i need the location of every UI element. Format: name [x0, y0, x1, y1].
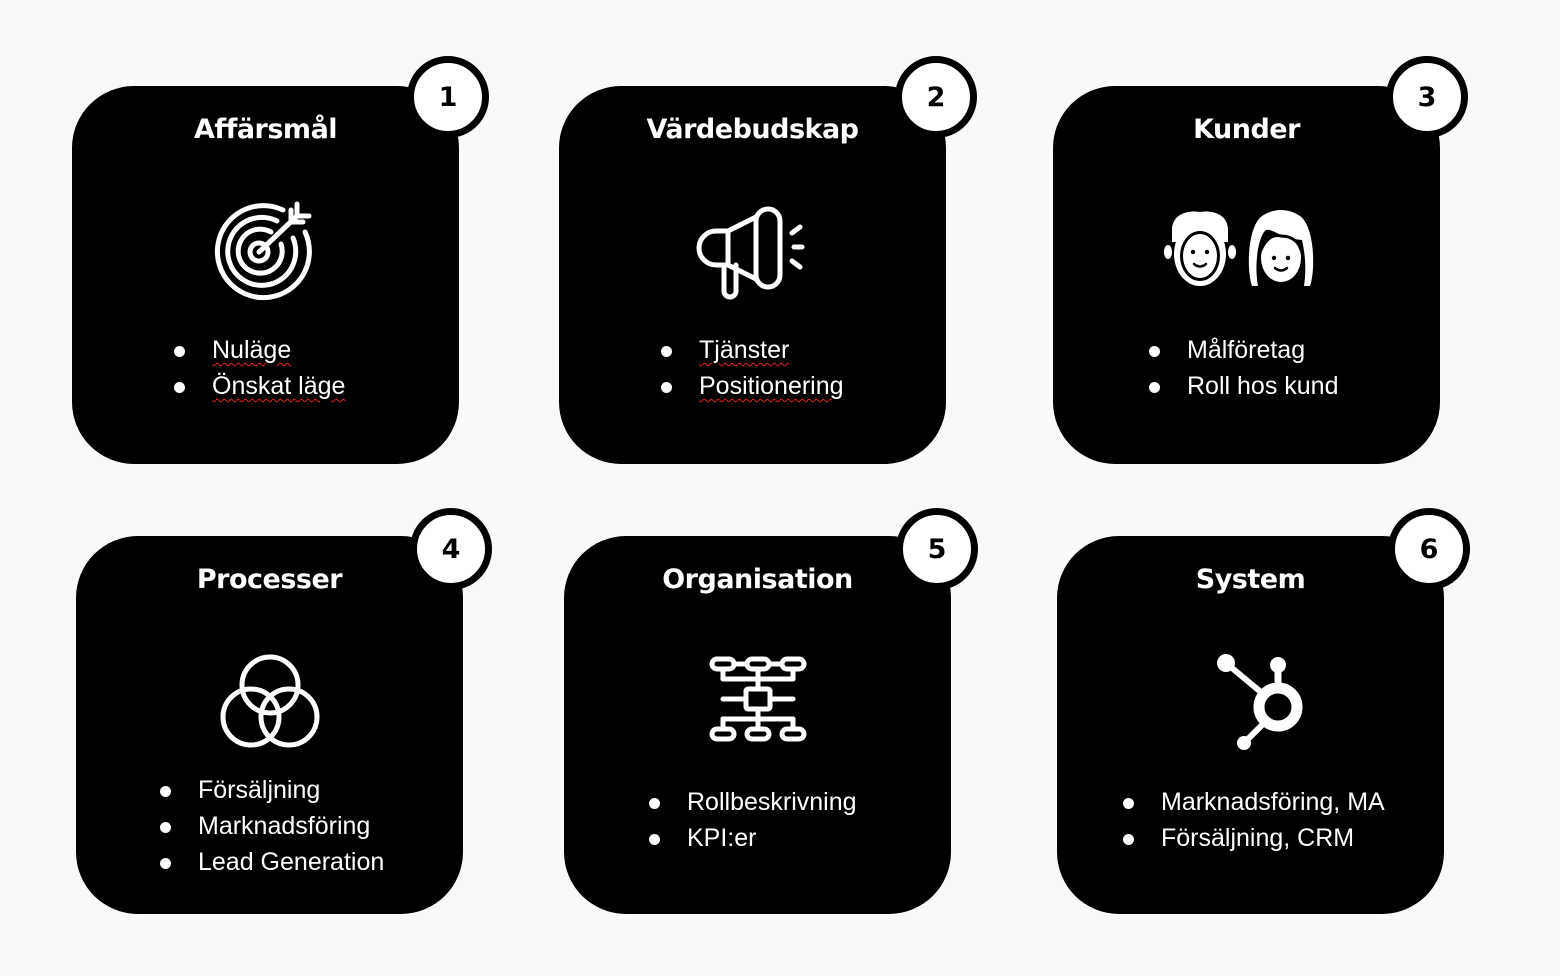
card-affarsmal: Affärsmål Nuläge Önskat läge [72, 86, 459, 464]
step-badge: 3 [1386, 56, 1468, 138]
step-badge: 1 [407, 56, 489, 138]
card-organisation: Organisation Rollbeskrivning [564, 536, 951, 914]
card-kunder: Kunder [1053, 86, 1440, 464]
list-item: Försäljning [160, 772, 384, 808]
list-item-text: Tjänster [699, 336, 790, 364]
list-item: Marknadsföring, MA [1123, 784, 1385, 820]
list-item: Nuläge [174, 332, 345, 368]
list-item: Tjänster [661, 332, 844, 368]
list-item-text: Positionering [699, 372, 844, 400]
card-title: Värdebudskap [646, 114, 859, 145]
org-chart-icon [564, 644, 951, 754]
list-item: Rollbeskrivning [649, 784, 857, 820]
list-item-text: Nuläge [212, 336, 292, 364]
list-item: Roll hos kund [1149, 368, 1338, 404]
customers-icon [1053, 194, 1440, 304]
card-title: System [1195, 564, 1306, 595]
step-badge: 6 [1388, 508, 1470, 590]
hubspot-icon [1057, 644, 1444, 754]
card-title: Processer [196, 564, 343, 595]
card-title: Kunder [1193, 114, 1300, 145]
bullet-list: Målföretag Roll hos kund [1149, 332, 1338, 404]
bullet-list: Tjänster Positionering [661, 332, 844, 404]
list-item: Försäljning, CRM [1123, 820, 1385, 856]
step-badge: 5 [896, 508, 978, 590]
card-title: Organisation [662, 564, 853, 595]
list-item: Positionering [661, 368, 844, 404]
bullet-list: Nuläge Önskat läge [174, 332, 345, 404]
bullet-list: Marknadsföring, MA Försäljning, CRM [1123, 784, 1385, 856]
list-item: KPI:er [649, 820, 857, 856]
step-badge: 4 [410, 508, 492, 590]
card-vardebudskap: Värdebudskap Tjänster Positionering [559, 86, 946, 464]
list-item: Marknadsföring [160, 808, 384, 844]
list-item: Önskat läge [174, 368, 345, 404]
target-icon [72, 194, 459, 304]
list-item: Lead Generation [160, 844, 384, 880]
list-item: Målföretag [1149, 332, 1338, 368]
card-title: Affärsmål [193, 114, 338, 145]
man-icon [1163, 211, 1236, 286]
venn-diagram-icon [76, 644, 463, 754]
card-system: System Marknadsföring, MA Försäljning, C… [1057, 536, 1444, 914]
card-processer: Processer Försäljning Marknadsföring Lea… [76, 536, 463, 914]
bullet-list: Rollbeskrivning KPI:er [649, 784, 857, 856]
bullet-list: Försäljning Marknadsföring Lead Generati… [160, 772, 384, 880]
list-item-text: Önskat läge [212, 372, 346, 400]
step-badge: 2 [895, 56, 977, 138]
megaphone-icon [559, 194, 946, 304]
woman-icon [1248, 210, 1313, 286]
